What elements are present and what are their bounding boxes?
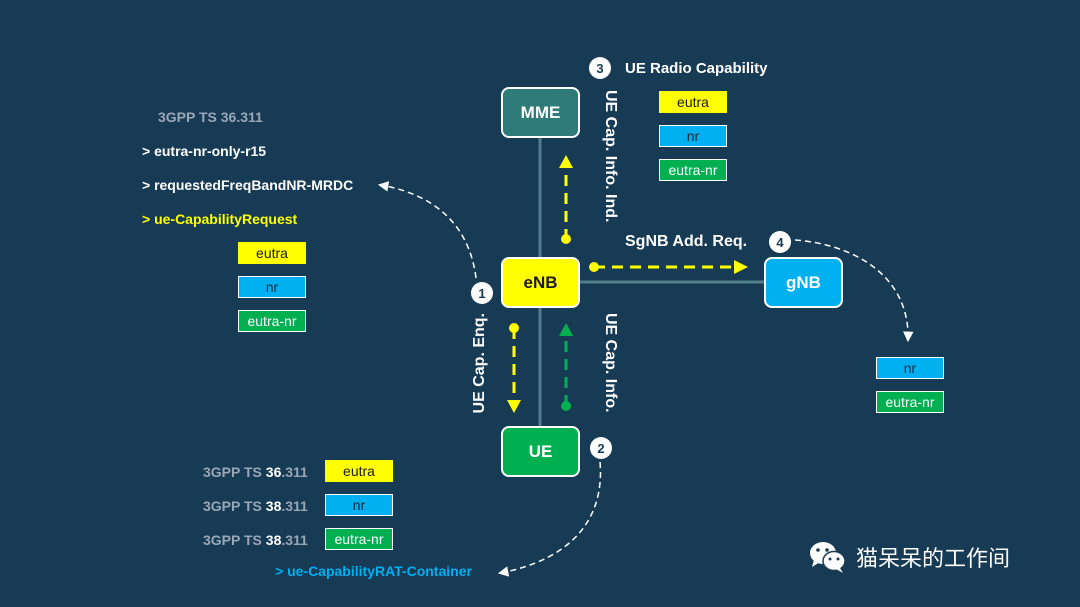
callout-arrow-4 — [794, 239, 914, 343]
arrow-sgnb-add-req — [589, 260, 748, 274]
label-sgnb-add-req: SgNB Add. Req. — [625, 233, 748, 250]
spec-bold: 36 — [265, 464, 282, 480]
left-spec-label: 3GPP TS 36.311 — [158, 109, 263, 125]
spec-suffix: .311 — [281, 498, 308, 514]
spec-suffix: .311 — [281, 464, 308, 480]
tag-eutra-nr: eutra-nr — [876, 391, 944, 413]
left-item-eutra-nr-only: > eutra-nr-only-r15 — [142, 143, 267, 159]
watermark-text: 猫呆呆的工作间 — [856, 547, 1011, 572]
label-ue-cap-enq: UE Cap. Enq. — [471, 313, 488, 414]
arrow-ue-cap-enq — [507, 323, 521, 413]
tag-nr: nr — [325, 494, 393, 516]
step-badge-3: 3 — [589, 57, 611, 79]
wechat-icon — [810, 542, 846, 573]
bottom-spec-row-3: 3GPP TS 38.311 — [203, 532, 308, 548]
bottom-spec-row-2: 3GPP TS 38.311 — [203, 498, 308, 514]
spec-prefix: 3GPP TS — [203, 464, 266, 480]
tag-eutra: eutra — [325, 460, 393, 482]
step-badge-1: 1 — [471, 282, 493, 304]
tag-nr: nr — [659, 125, 727, 147]
callout-arrow-2 — [497, 461, 602, 577]
spec-prefix: 3GPP TS — [203, 498, 266, 514]
left-item-ue-capability-request: > ue-CapabilityRequest — [142, 211, 298, 227]
node-gnb: gNB — [764, 257, 843, 308]
tag-eutra: eutra — [659, 91, 727, 113]
tag-nr: nr — [238, 276, 306, 298]
arrow-ue-cap-info — [559, 323, 573, 411]
label-ue-cap-info: UE Cap. Info. — [602, 313, 619, 413]
spec-bold: 38 — [265, 498, 282, 514]
tag-eutra-nr: eutra-nr — [325, 528, 393, 550]
tag-eutra: eutra — [238, 242, 306, 264]
spec-bold: 38 — [265, 532, 282, 548]
tag-eutra-nr: eutra-nr — [659, 159, 727, 181]
left-item-requested-freq-band: > requestedFreqBandNR-MRDC — [142, 177, 354, 193]
arrow-ue-cap-info-ind — [559, 155, 573, 244]
tag-eutra-nr: eutra-nr — [238, 310, 306, 332]
node-enb: eNB — [501, 257, 580, 308]
bottom-spec-row-1: 3GPP TS 36.311 — [203, 464, 308, 480]
tag-nr: nr — [876, 357, 944, 379]
bottom-ue-capability-rat-container: > ue-CapabilityRAT-Container — [275, 563, 472, 579]
label-ue-radio-capability: UE Radio Capability — [625, 60, 768, 77]
spec-prefix: 3GPP TS — [203, 532, 266, 548]
step-badge-4: 4 — [769, 231, 791, 253]
step-badge-2: 2 — [590, 437, 612, 459]
callout-arrow-1 — [377, 181, 477, 279]
label-ue-cap-info-ind: UE Cap. Info. Ind. — [602, 90, 619, 223]
spec-suffix: .311 — [281, 532, 308, 548]
watermark: 猫呆呆的工作间 — [808, 540, 1010, 574]
node-ue: UE — [501, 426, 580, 477]
node-mme: MME — [501, 87, 580, 138]
